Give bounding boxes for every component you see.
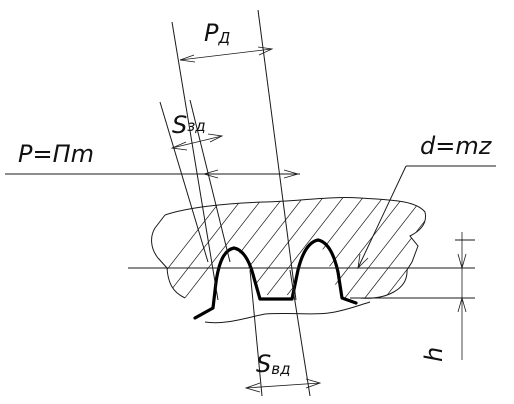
extension-line-sz-left	[159, 101, 209, 263]
hatching	[151, 197, 426, 300]
extension-line-sv-right	[289, 269, 311, 397]
tooth-profile	[193, 238, 358, 320]
extension-line-left	[171, 21, 219, 301]
rack-lower-outline	[204, 301, 371, 324]
sz-dimension	[170, 133, 224, 151]
diameter-leader	[357, 165, 496, 270]
pd-dimension	[179, 46, 274, 63]
extension-line-sz-right	[189, 99, 231, 263]
extension-line-sv-left	[249, 269, 263, 397]
extension-line-right	[257, 9, 297, 301]
pd-label: PД	[204, 19, 230, 47]
sz-label: Sзд	[172, 111, 206, 139]
sv-dimension	[244, 378, 322, 393]
workpiece-body	[151, 197, 427, 300]
height-dimension	[457, 232, 467, 360]
pitch-formula-label: P=Пm	[18, 140, 94, 168]
diameter-formula-label: d=mz	[420, 132, 493, 160]
height-label: h	[420, 347, 448, 362]
body-outline	[151, 197, 427, 299]
sv-label: Sвд	[256, 350, 290, 378]
pitch-arrows	[202, 169, 300, 179]
